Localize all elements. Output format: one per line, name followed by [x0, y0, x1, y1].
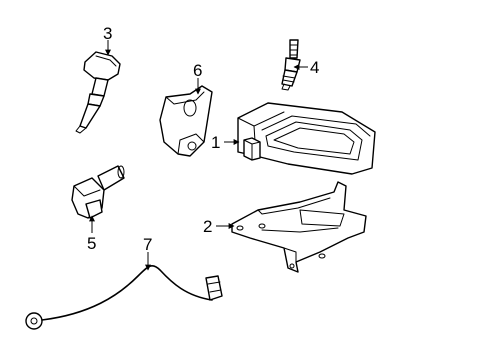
callout-7: 7 [143, 235, 152, 254]
callout-6: 6 [193, 61, 202, 80]
callout-2: 2 [203, 217, 212, 236]
crankshaft-position-sensor [71, 165, 125, 219]
engine-control-module [237, 102, 376, 175]
callout-1: 1 [211, 133, 220, 152]
callout-4: 4 [310, 58, 319, 77]
camshaft-position-sensor [159, 85, 213, 157]
callout-leaders [89, 40, 308, 271]
knock-sensor-harness [25, 264, 223, 330]
ignition-coil [75, 51, 121, 134]
spark-plug [281, 39, 301, 91]
module-bracket [231, 181, 367, 273]
callout-5: 5 [87, 234, 96, 253]
callout-3: 3 [103, 24, 112, 43]
